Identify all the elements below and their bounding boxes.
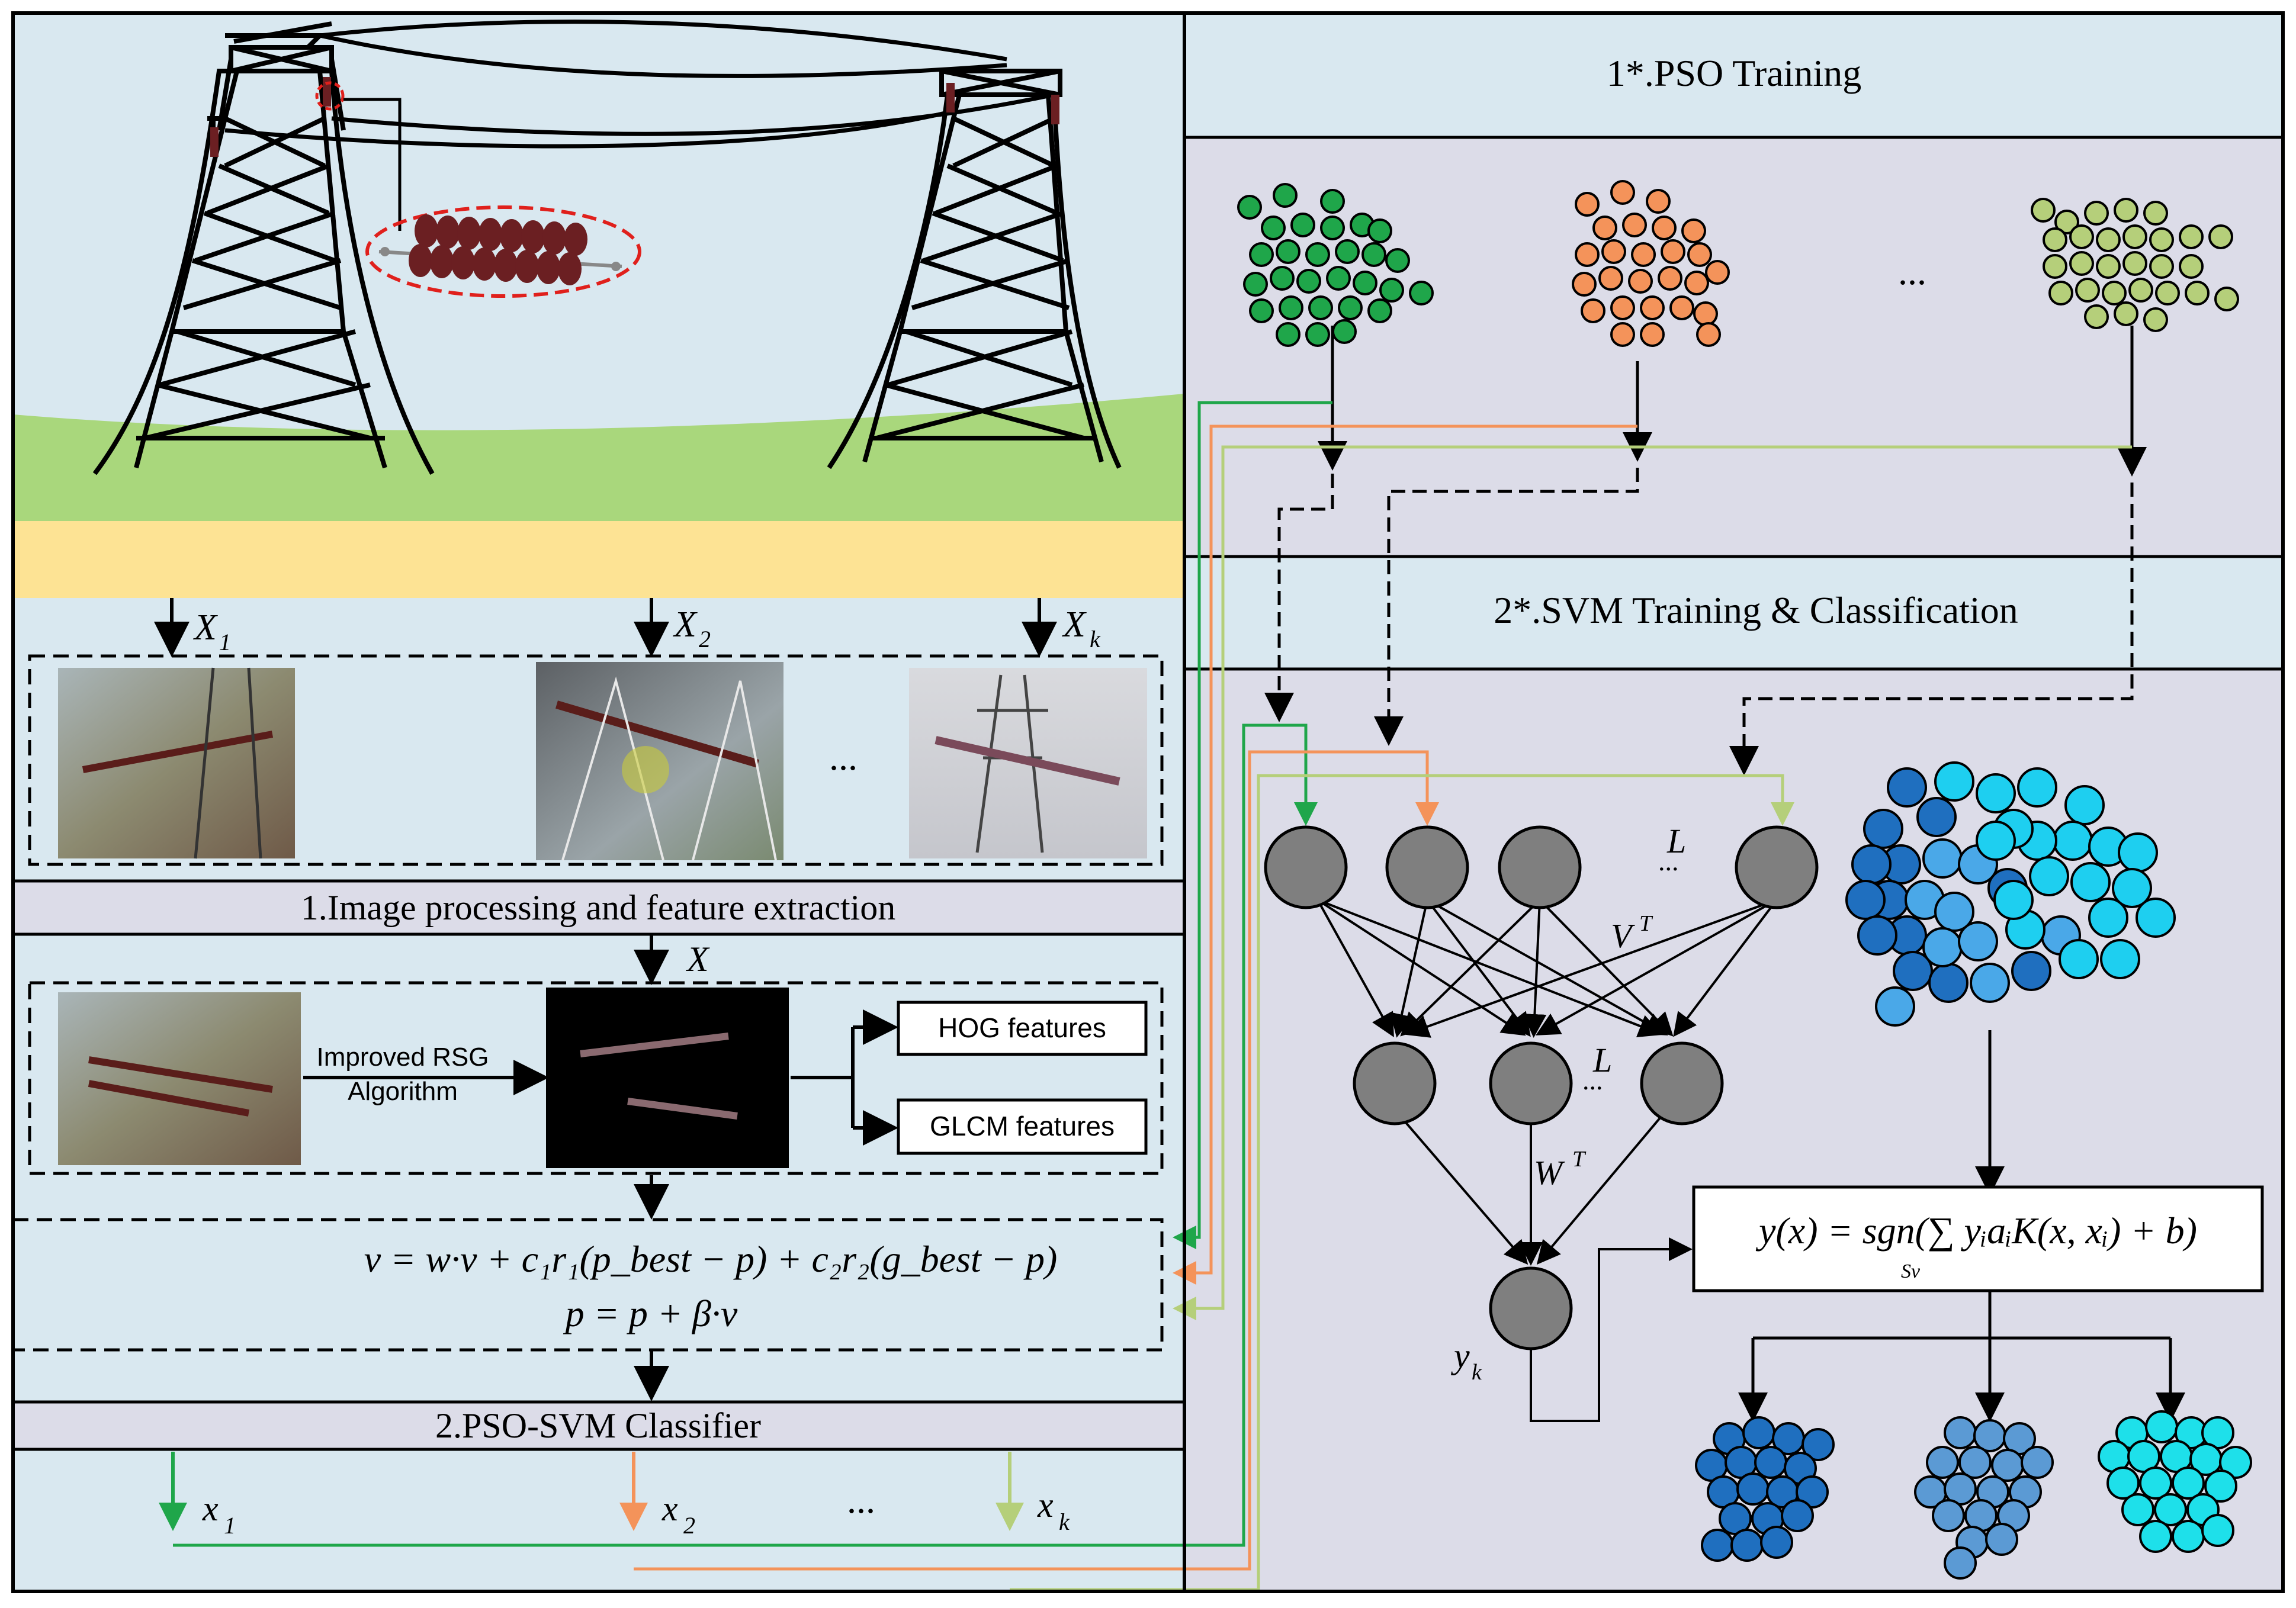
- x2-sub: 2: [699, 626, 711, 652]
- outer-frame: [11, 11, 2285, 1593]
- output-y: y: [1450, 1336, 1470, 1375]
- pso-update-equations: v = w·v + c₁r₁(p_best − p) + c₂r₂(g_best…: [11, 1175, 1164, 1401]
- feature-input-label: X: [686, 940, 710, 979]
- mid-dots-ellipsis: ...: [1582, 1065, 1603, 1095]
- hog-box: [897, 1001, 1148, 1056]
- hidden-node-k: [1640, 1041, 1724, 1125]
- network-nodes: [1264, 825, 1819, 1350]
- swarm-arrows: [1264, 326, 2147, 776]
- out-ellipsis: ...: [847, 1479, 875, 1521]
- w-weight: W: [1534, 1153, 1565, 1192]
- class-cluster-3: [2098, 1410, 2252, 1553]
- feedback-lines: [173, 401, 2132, 1591]
- mid-dots-label: L: [1592, 1041, 1612, 1079]
- algorithm-line2: Algorithm: [348, 1077, 458, 1106]
- network-edges: [1316, 899, 1778, 1422]
- x1-label: X: [192, 607, 218, 648]
- v-weight: V: [1611, 916, 1636, 955]
- raw-photo: [58, 992, 301, 1165]
- hidden-node-1: [1353, 1041, 1437, 1125]
- sample-images: ...: [28, 654, 1164, 866]
- sample-ellipsis: ...: [829, 736, 858, 778]
- svm-training-title: 2*.SVM Training & Classification: [1494, 589, 2018, 631]
- out-x2: x: [661, 1489, 678, 1528]
- grass-ground: [13, 394, 1184, 521]
- classifier-banner: 2.PSO-SVM Classifier: [11, 1400, 1186, 1451]
- swarm-green: [1237, 183, 1434, 347]
- position-equation: p = p + β·v: [563, 1292, 738, 1334]
- pso-training-title: 1*.PSO Training: [1607, 52, 1861, 94]
- algorithm-line1: Improved RSG: [317, 1043, 489, 1072]
- image-processing-banner: 1.Image processing and feature extractio…: [11, 879, 1186, 936]
- hog-label: HOG features: [938, 1012, 1106, 1043]
- input-node-3: [1498, 825, 1582, 909]
- classifier-title: 2.PSO-SVM Classifier: [435, 1406, 761, 1445]
- output-sub: k: [1472, 1360, 1482, 1385]
- svm-formula-box: [1692, 1185, 2264, 1292]
- class-cluster-mixed: [1845, 761, 2176, 1027]
- insulator-markers: [210, 77, 1059, 231]
- w-sup: T: [1572, 1147, 1587, 1172]
- tower-right: [827, 69, 1122, 469]
- input-node-1: [1264, 825, 1348, 909]
- velocity-equation: v = w·v + c₁r₁(p_best − p) + c₂r₂(g_best…: [364, 1238, 1058, 1280]
- out-x1: x: [202, 1489, 219, 1528]
- power-lines: [224, 20, 1055, 149]
- top-dots-label: L: [1666, 822, 1686, 860]
- image-set-labels: X 1 X 2 X k: [154, 598, 1101, 657]
- segmented-image: [546, 988, 789, 1168]
- out-xk: x: [1037, 1485, 1054, 1525]
- soil-ground: [13, 521, 1184, 598]
- out-x1-sub: 1: [224, 1512, 236, 1539]
- classifier-outputs: x 1 x 2 ... x k: [159, 1452, 1070, 1539]
- insulator-zoom: [365, 205, 641, 298]
- svm-formula: y(x) = sgn(∑ yᵢaᵢK(x, xᵢ) + b) Sv: [1692, 1030, 2264, 1422]
- feature-extraction: X Improved RSG Algorithm HOG features GL…: [28, 935, 1164, 1175]
- v-sup: T: [1639, 911, 1653, 936]
- swarm-olive: [2031, 198, 2239, 332]
- image-processing-title: 1.Image processing and feature extractio…: [301, 888, 896, 927]
- xk-sub: k: [1090, 626, 1101, 652]
- swarm-ellipsis: ...: [1898, 250, 1926, 292]
- x2-label: X: [672, 604, 698, 645]
- network-labels: L ... V T L ... W T y k: [1450, 822, 1686, 1385]
- input-node-2: [1385, 825, 1469, 909]
- svm-sum-index: Sv: [1901, 1260, 1921, 1282]
- svm-formula-text: y(x) = sgn(∑ yᵢaᵢK(x, xᵢ) + b): [1755, 1210, 2197, 1252]
- glcm-label: GLCM features: [930, 1111, 1115, 1141]
- xk-label: X: [1061, 604, 1087, 645]
- glcm-box: [897, 1098, 1148, 1155]
- input-node-k: [1735, 825, 1819, 909]
- class-cluster-2: [1914, 1416, 2054, 1580]
- swarm-orange: [1572, 180, 1730, 347]
- out-x2-sub: 2: [683, 1512, 695, 1539]
- out-xk-sub: k: [1059, 1509, 1070, 1535]
- output-node: [1489, 1266, 1573, 1350]
- x1-sub: 1: [219, 629, 231, 655]
- hidden-node-2: [1489, 1041, 1573, 1125]
- class-cluster-1: [1695, 1416, 1835, 1562]
- top-dots-ellipsis: ...: [1658, 846, 1679, 876]
